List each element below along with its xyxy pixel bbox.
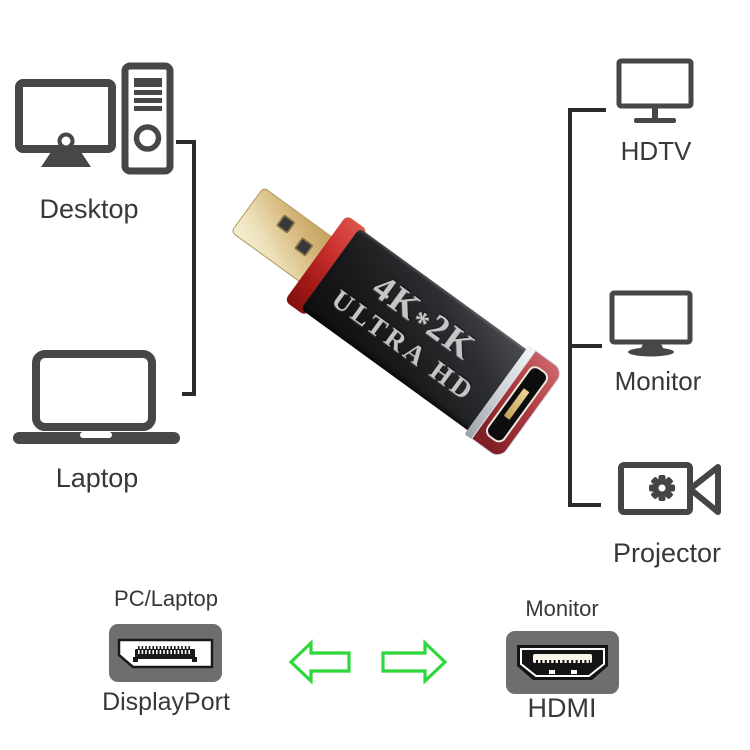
right-bracket-vertical: [568, 108, 572, 507]
projector-icon: [618, 462, 721, 515]
plug-contact-hole: [294, 237, 314, 257]
monitor-label: Monitor: [614, 366, 702, 396]
displayport-label: DisplayPort: [102, 688, 230, 716]
monitor-bottom-label: Monitor: [525, 596, 599, 621]
desktop-label: Desktop: [39, 194, 139, 224]
plug-contact-hole: [276, 214, 296, 234]
gear-icon: [649, 475, 675, 501]
right-bracket-bottom-leg: [568, 503, 601, 507]
hdmi-label: HDMI: [527, 693, 597, 723]
left-bracket-vertical: [192, 140, 196, 396]
right-bracket-top-leg: [568, 108, 606, 112]
left-bracket-bottom-leg: [182, 392, 196, 396]
laptop-label: Laptop: [55, 463, 139, 493]
monitor-icon: [609, 290, 693, 357]
laptop-icon: [13, 350, 180, 444]
bidirectional-arrows-icon: [288, 639, 448, 685]
desktop-computer-icon: [15, 62, 174, 175]
arrow-left-icon: [288, 639, 351, 685]
projector-label: Projector: [612, 538, 722, 568]
hdtv-label: HDTV: [620, 136, 692, 166]
arrow-right-icon: [381, 639, 448, 685]
pc-laptop-label: PC/Laptop: [114, 586, 218, 611]
hdmi-gold-tongue: [503, 388, 530, 420]
right-bracket-middle-leg: [568, 344, 602, 348]
displayport-connector-icon: [109, 624, 222, 682]
hdmi-connector-icon: [506, 631, 619, 694]
left-bracket-top-leg: [176, 140, 196, 144]
tv-icon: [616, 58, 694, 123]
adapter-product-photo: 4K*2K ULTRA HD: [215, 164, 565, 460]
